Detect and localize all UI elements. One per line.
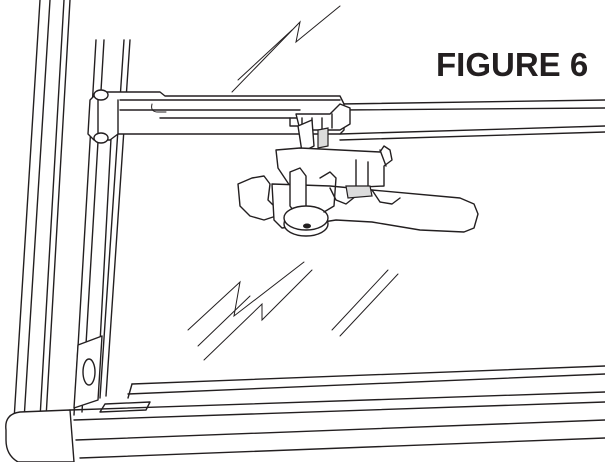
lock-handle xyxy=(237,145,479,237)
latch-mechanism xyxy=(295,103,351,153)
bottom-sill xyxy=(5,365,605,463)
figure-label: FIGURE 6 xyxy=(436,46,589,83)
left-frame-rail xyxy=(13,0,131,421)
latch-pin-plate xyxy=(73,335,103,409)
glass-reflection-marks xyxy=(187,5,399,361)
top-rail xyxy=(339,99,605,141)
